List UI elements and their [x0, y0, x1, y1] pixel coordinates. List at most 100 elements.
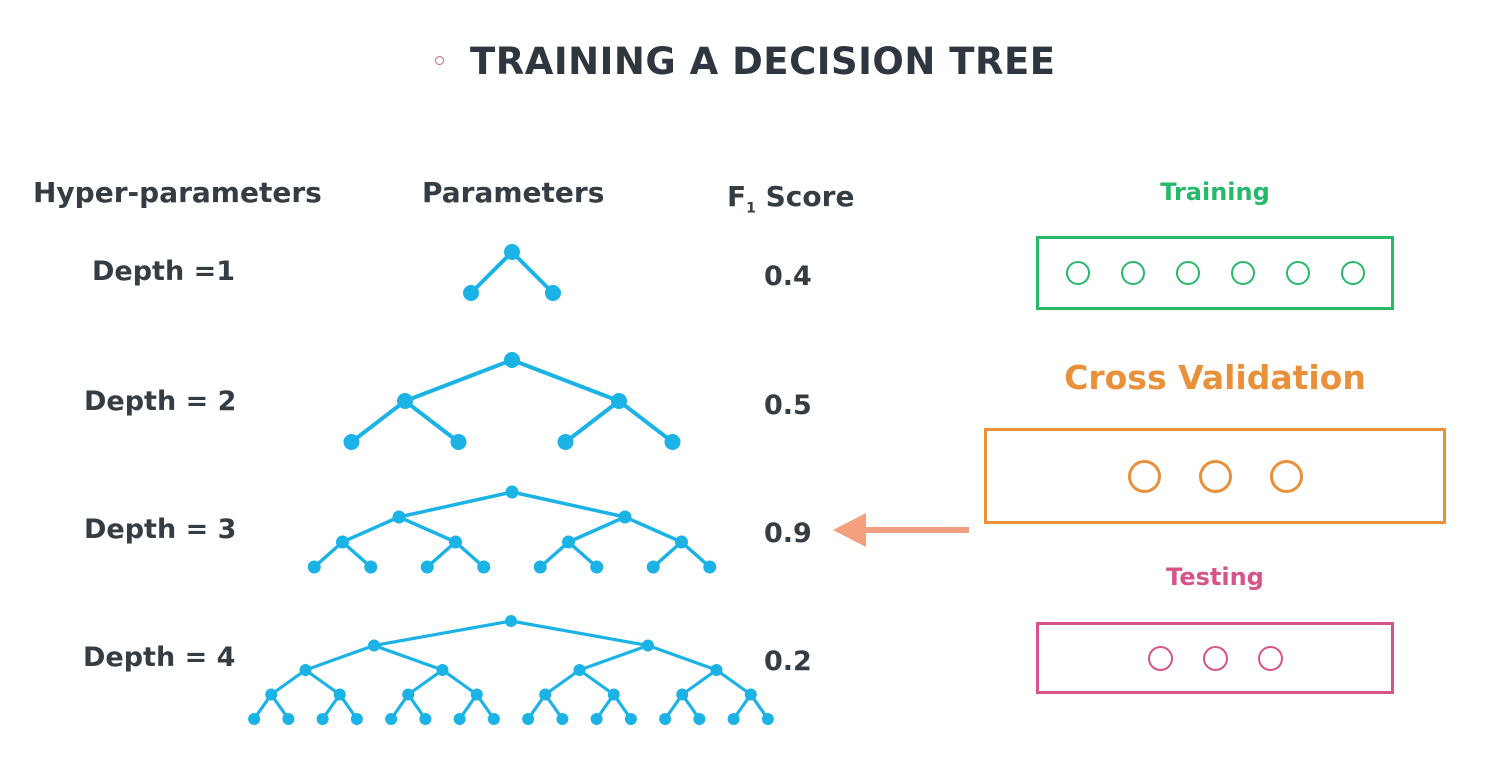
arrow-head-icon: [833, 513, 866, 547]
tree-node: [618, 510, 632, 524]
testing-sample-circle-icon: [1257, 645, 1283, 671]
tree-edge: [407, 668, 444, 696]
depth-label-2: Depth = 2: [84, 386, 237, 417]
tree-edge: [404, 358, 513, 403]
f1-letter: F: [727, 180, 747, 213]
tree-edge: [624, 515, 683, 544]
training-set-box: [1036, 236, 1394, 310]
tree-node: [470, 688, 483, 701]
tree-node: [539, 688, 552, 701]
tree-edge: [403, 399, 460, 444]
tree-node: [307, 560, 321, 574]
testing-sample-circle-icon: [1202, 645, 1228, 671]
tree-edge: [469, 250, 514, 295]
tree-edge: [715, 668, 752, 696]
tree-depth-4: [248, 615, 774, 725]
tree-edge: [510, 250, 555, 295]
tree-node: [343, 434, 360, 450]
tree-edge: [511, 490, 626, 519]
tree-node: [556, 713, 569, 725]
tree-node: [397, 393, 413, 409]
tree-node: [248, 713, 261, 725]
tree-node: [646, 560, 660, 574]
tree-node: [533, 560, 547, 574]
tree-edge: [567, 515, 626, 544]
tree-node: [333, 688, 346, 701]
header-hyper-parameters: Hyper-parameters: [33, 176, 322, 209]
tree-node: [450, 434, 467, 450]
score-depth-2: 0.5: [764, 390, 812, 421]
training-sample-circle-icon: [1340, 261, 1365, 285]
cv-sample-circle-icon: [1198, 459, 1232, 493]
training-sample-circle-icon: [1120, 261, 1145, 285]
cv-sample-circle-icon: [1269, 459, 1303, 493]
tree-node: [316, 713, 329, 725]
tree-edge: [270, 668, 307, 696]
tree-node: [368, 639, 380, 652]
tree-node: [282, 713, 295, 725]
tree-edge: [647, 643, 718, 672]
header-f1-score: F1 Score: [727, 180, 854, 217]
tree-edge: [304, 668, 341, 696]
tree-node: [299, 664, 312, 676]
tree-node: [727, 713, 740, 725]
tree-edge: [304, 643, 375, 672]
f1-score-word: Score: [755, 180, 855, 213]
tree-edge: [511, 358, 620, 403]
tree-node: [664, 434, 681, 450]
tree-node: [761, 713, 774, 725]
testing-set-box: [1036, 622, 1394, 694]
training-sample-circle-icon: [1285, 261, 1310, 285]
tree-edge: [373, 643, 444, 672]
tree-node: [522, 713, 535, 725]
tree-node: [487, 713, 500, 725]
training-sample-circle-icon: [1230, 261, 1255, 285]
tree-depth-2: [343, 352, 681, 450]
training-label: Training: [1160, 178, 1270, 206]
tree-node: [419, 713, 432, 725]
tree-edge: [564, 399, 621, 444]
tree-node: [607, 688, 620, 701]
page-title: TRAINING A DECISION TREE: [470, 40, 1056, 83]
tree-node: [573, 664, 586, 676]
tree-node: [744, 688, 757, 701]
tree-edge: [544, 668, 581, 696]
tree-node: [557, 434, 574, 450]
tree-node: [463, 285, 479, 301]
tree-node: [676, 688, 689, 701]
score-depth-4: 0.2: [764, 646, 812, 677]
tree-node: [505, 615, 517, 627]
testing-label: Testing: [1166, 563, 1264, 591]
tree-depth-3: [307, 485, 717, 574]
tree-edge: [578, 668, 615, 696]
tree-node: [385, 713, 398, 725]
tree-depth-1: [463, 244, 561, 301]
tree-node: [659, 713, 672, 725]
f1-subscript: 1: [746, 200, 756, 217]
tree-node: [392, 510, 406, 524]
tree-node: [611, 393, 627, 409]
tree-node: [402, 688, 415, 701]
depth-label-1: Depth =1: [92, 256, 235, 287]
depth-label-4: Depth = 4: [83, 642, 236, 673]
cross-validation-set-box: [984, 428, 1446, 524]
tree-node: [693, 713, 706, 725]
tree-node: [710, 664, 723, 676]
testing-sample-circle-icon: [1147, 645, 1173, 671]
tree-node: [453, 713, 466, 725]
tree-node: [336, 535, 349, 549]
tree-node: [562, 535, 575, 549]
score-depth-1: 0.4: [764, 261, 812, 292]
tree-node: [504, 352, 520, 368]
tree-node: [477, 560, 491, 574]
tree-edge: [617, 399, 674, 444]
tree-node: [504, 244, 520, 260]
tree-node: [703, 560, 717, 574]
tree-node: [449, 535, 462, 549]
tree-edge: [510, 619, 649, 648]
tree-edge: [398, 515, 457, 544]
tree-edge: [681, 668, 718, 696]
tree-node: [642, 639, 654, 652]
